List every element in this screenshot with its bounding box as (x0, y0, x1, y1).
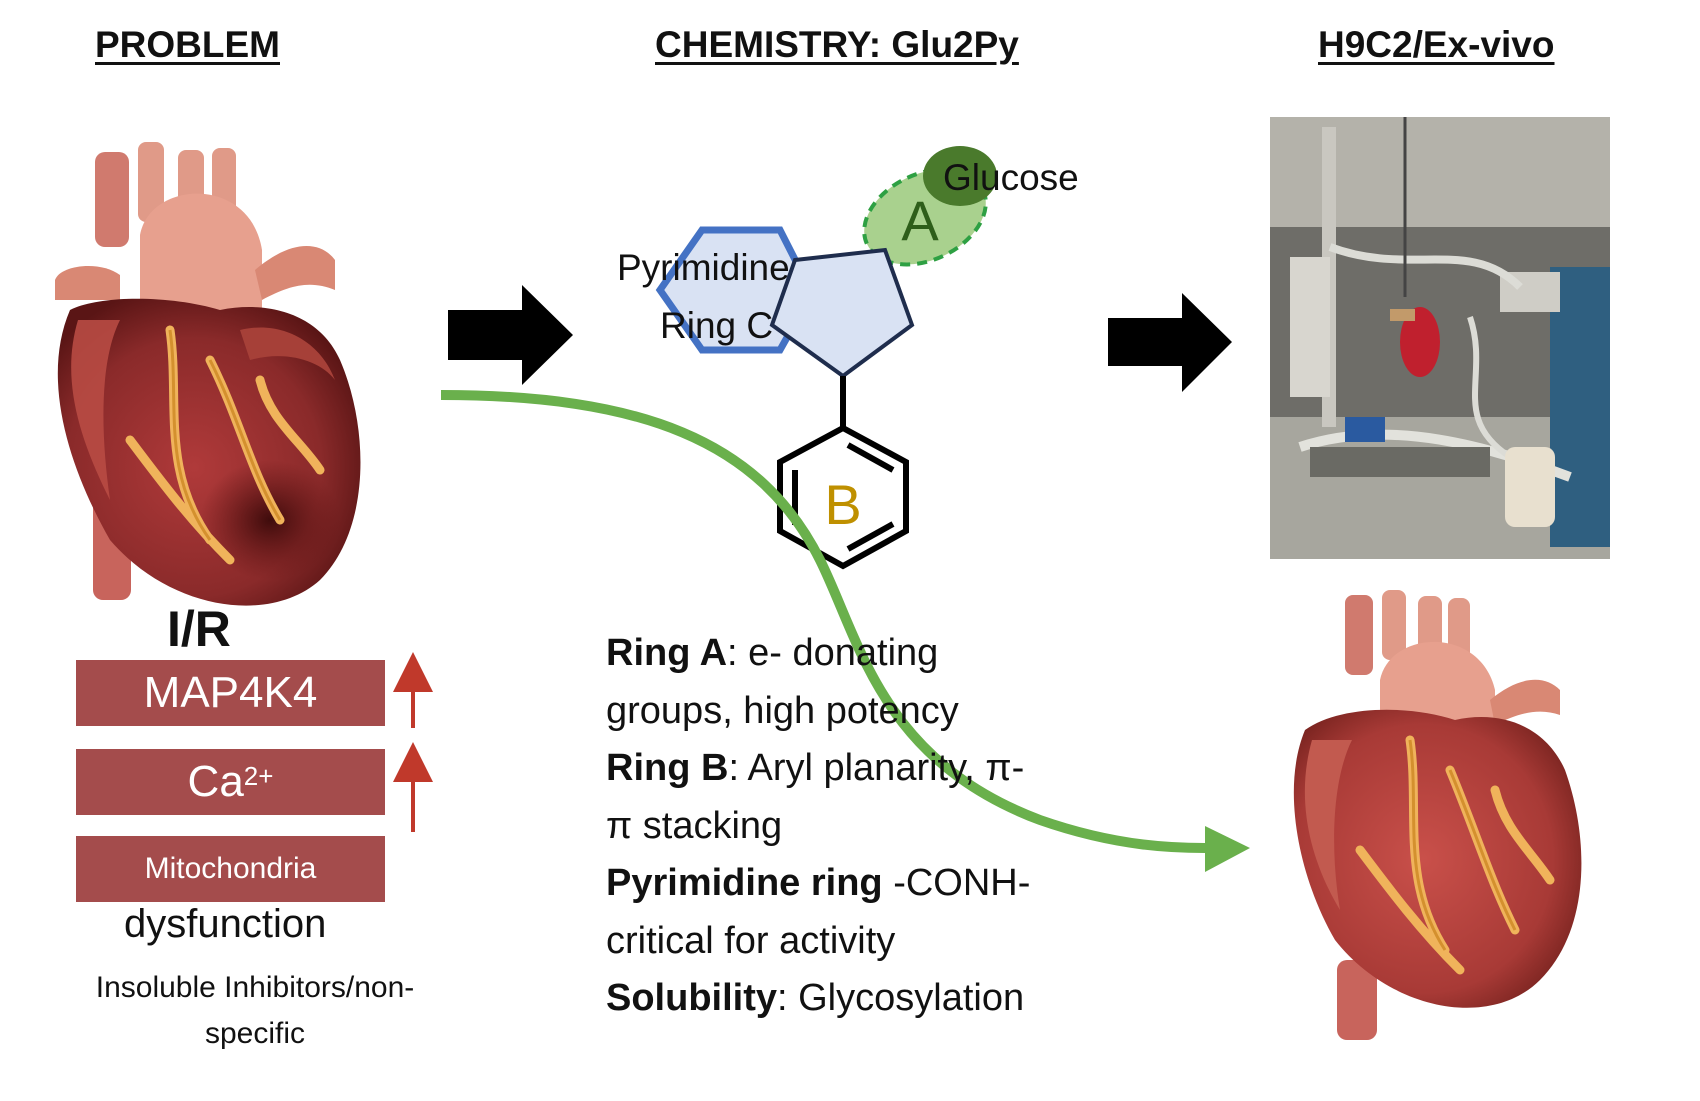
property-sep: : (727, 632, 749, 674)
property-text: critical for activity (606, 919, 896, 962)
black-arrow-left (448, 285, 573, 385)
property-sep: : (728, 747, 748, 789)
chemistry-heading: CHEMISTRY: Glu2Py (655, 24, 1019, 65)
inhibitor-note: Insoluble Inhibitors/non- specific (50, 965, 460, 1057)
mitochondria-bar: Mitochondria (76, 836, 385, 902)
property-sep (883, 862, 894, 904)
property-term: Solubility (606, 977, 777, 1019)
property-ring-b-cont: π stacking (606, 798, 1126, 856)
exvivo-perfusion-photo (1270, 117, 1610, 559)
property-text: e- donating (748, 632, 939, 674)
map4k4-label: MAP4K4 (143, 668, 318, 717)
property-text: Glycosylation (798, 977, 1025, 1019)
property-text: Aryl planarity, π- (747, 747, 1025, 789)
exvivo-heading: H9C2/Ex-vivo (1318, 24, 1555, 65)
property-ring-b: Ring B: Aryl planarity, π- (606, 740, 1126, 798)
inhibitor-note-line2: specific (204, 1017, 306, 1050)
healthy-heart-illustration (1293, 590, 1582, 1040)
property-term: Pyrimidine ring (606, 862, 883, 904)
mitochondria-label: Mitochondria (144, 852, 317, 885)
damaged-heart-illustration (55, 142, 361, 606)
property-text: -CONH- (893, 862, 1031, 904)
map4k4-bar: MAP4K4 (76, 660, 385, 726)
property-solubility: Solubility: Glycosylation (606, 970, 1126, 1028)
pyrimidine-label-line2: Ring C (660, 305, 773, 346)
dysfunction-label: dysfunction (124, 902, 327, 946)
property-text: groups, high potency (606, 689, 959, 732)
calcium-superscript: 2+ (243, 760, 274, 791)
pyrimidine-label-line1: Pyrimidine (617, 247, 790, 288)
ir-label: I/R (167, 601, 231, 657)
property-ring-a: Ring A: e- donating (606, 625, 1126, 683)
property-pyrimidine: Pyrimidine ring -CONH- (606, 855, 1126, 913)
ring-a-label: A (901, 189, 939, 252)
green-arrowhead (1205, 826, 1250, 872)
property-term: Ring B (606, 747, 729, 789)
sar-properties: Ring A: e- donating groups, high potency… (606, 625, 1126, 1028)
property-text: π stacking (606, 804, 783, 847)
glucose-shape (923, 146, 997, 206)
inhibitor-note-line1: Insoluble Inhibitors/non- (95, 971, 415, 1004)
central-pentagon (769, 247, 915, 379)
black-arrow-right (1108, 293, 1232, 392)
property-ring-a-cont: groups, high potency (606, 683, 1126, 741)
green-curve-arrow (440, 390, 1206, 853)
calcium-label: Ca (187, 757, 244, 806)
glucose-label: Glucose (943, 157, 1079, 198)
ring-b-label: B (824, 473, 861, 536)
property-term: Ring A (606, 632, 728, 674)
ring-b-double-bond-3 (846, 521, 895, 552)
problem-heading: PROBLEM (95, 24, 280, 65)
ring-b-shape (777, 424, 909, 570)
property-pyrimidine-cont: critical for activity (606, 913, 1126, 971)
property-sep: : (777, 977, 799, 1019)
ring-b-double-bond-1 (846, 442, 895, 473)
